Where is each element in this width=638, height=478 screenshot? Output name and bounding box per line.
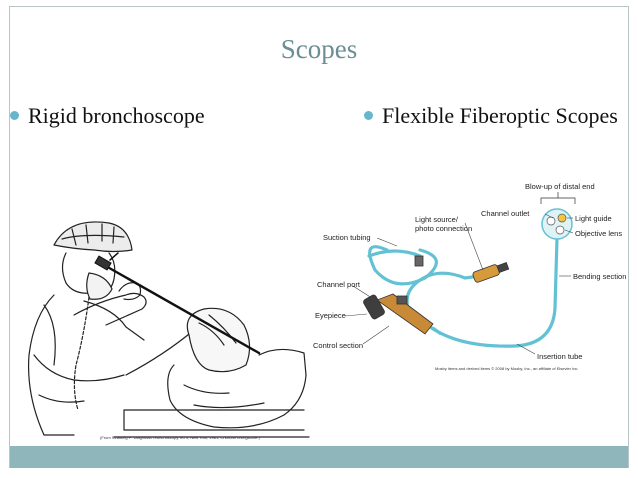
left-figure-credit: (From Stradling P: Diagnostic bronchosco…	[100, 435, 260, 440]
label-suction-tubing: Suction tubing	[323, 233, 371, 242]
label-light-source-2: photo connection	[415, 224, 472, 233]
label-light-guide: Light guide	[575, 214, 612, 223]
bullet-dot-icon	[364, 111, 373, 120]
rigid-bronchoscopy-illustration: (From Stradling P: Diagnostic bronchosco…	[28, 221, 310, 440]
label-insertion-tube: Insertion tube	[537, 352, 582, 361]
flexible-scope-diagram: Blow-up of distal end Channel outlet Lig…	[313, 182, 626, 371]
bullet-rigid-bronchoscope: Rigid bronchoscope	[10, 100, 205, 131]
bullet-text: Rigid bronchoscope	[28, 103, 205, 128]
label-channel-port: Channel port	[317, 280, 361, 289]
label-channel-outlet: Channel outlet	[481, 209, 530, 218]
bullet-flexible-scopes: Flexible Fiberoptic Scopes	[364, 100, 622, 131]
bullet-dot-icon	[10, 111, 19, 120]
bullet-text: Flexible Fiberoptic Scopes	[382, 103, 618, 128]
label-control-section: Control section	[313, 341, 363, 350]
label-objective-lens: Objective lens	[575, 229, 622, 238]
left-rule	[9, 6, 10, 446]
slide-title: Scopes	[280, 34, 358, 64]
footer-bar	[10, 446, 628, 468]
right-figure-credit: Mosby items and derived items © 2008 by …	[435, 366, 579, 371]
label-eyepiece: Eyepiece	[315, 311, 346, 320]
label-light-source-1: Light source/	[415, 215, 459, 224]
label-bending-section: Bending section	[573, 272, 626, 281]
label-blowup: Blow-up of distal end	[525, 182, 595, 191]
